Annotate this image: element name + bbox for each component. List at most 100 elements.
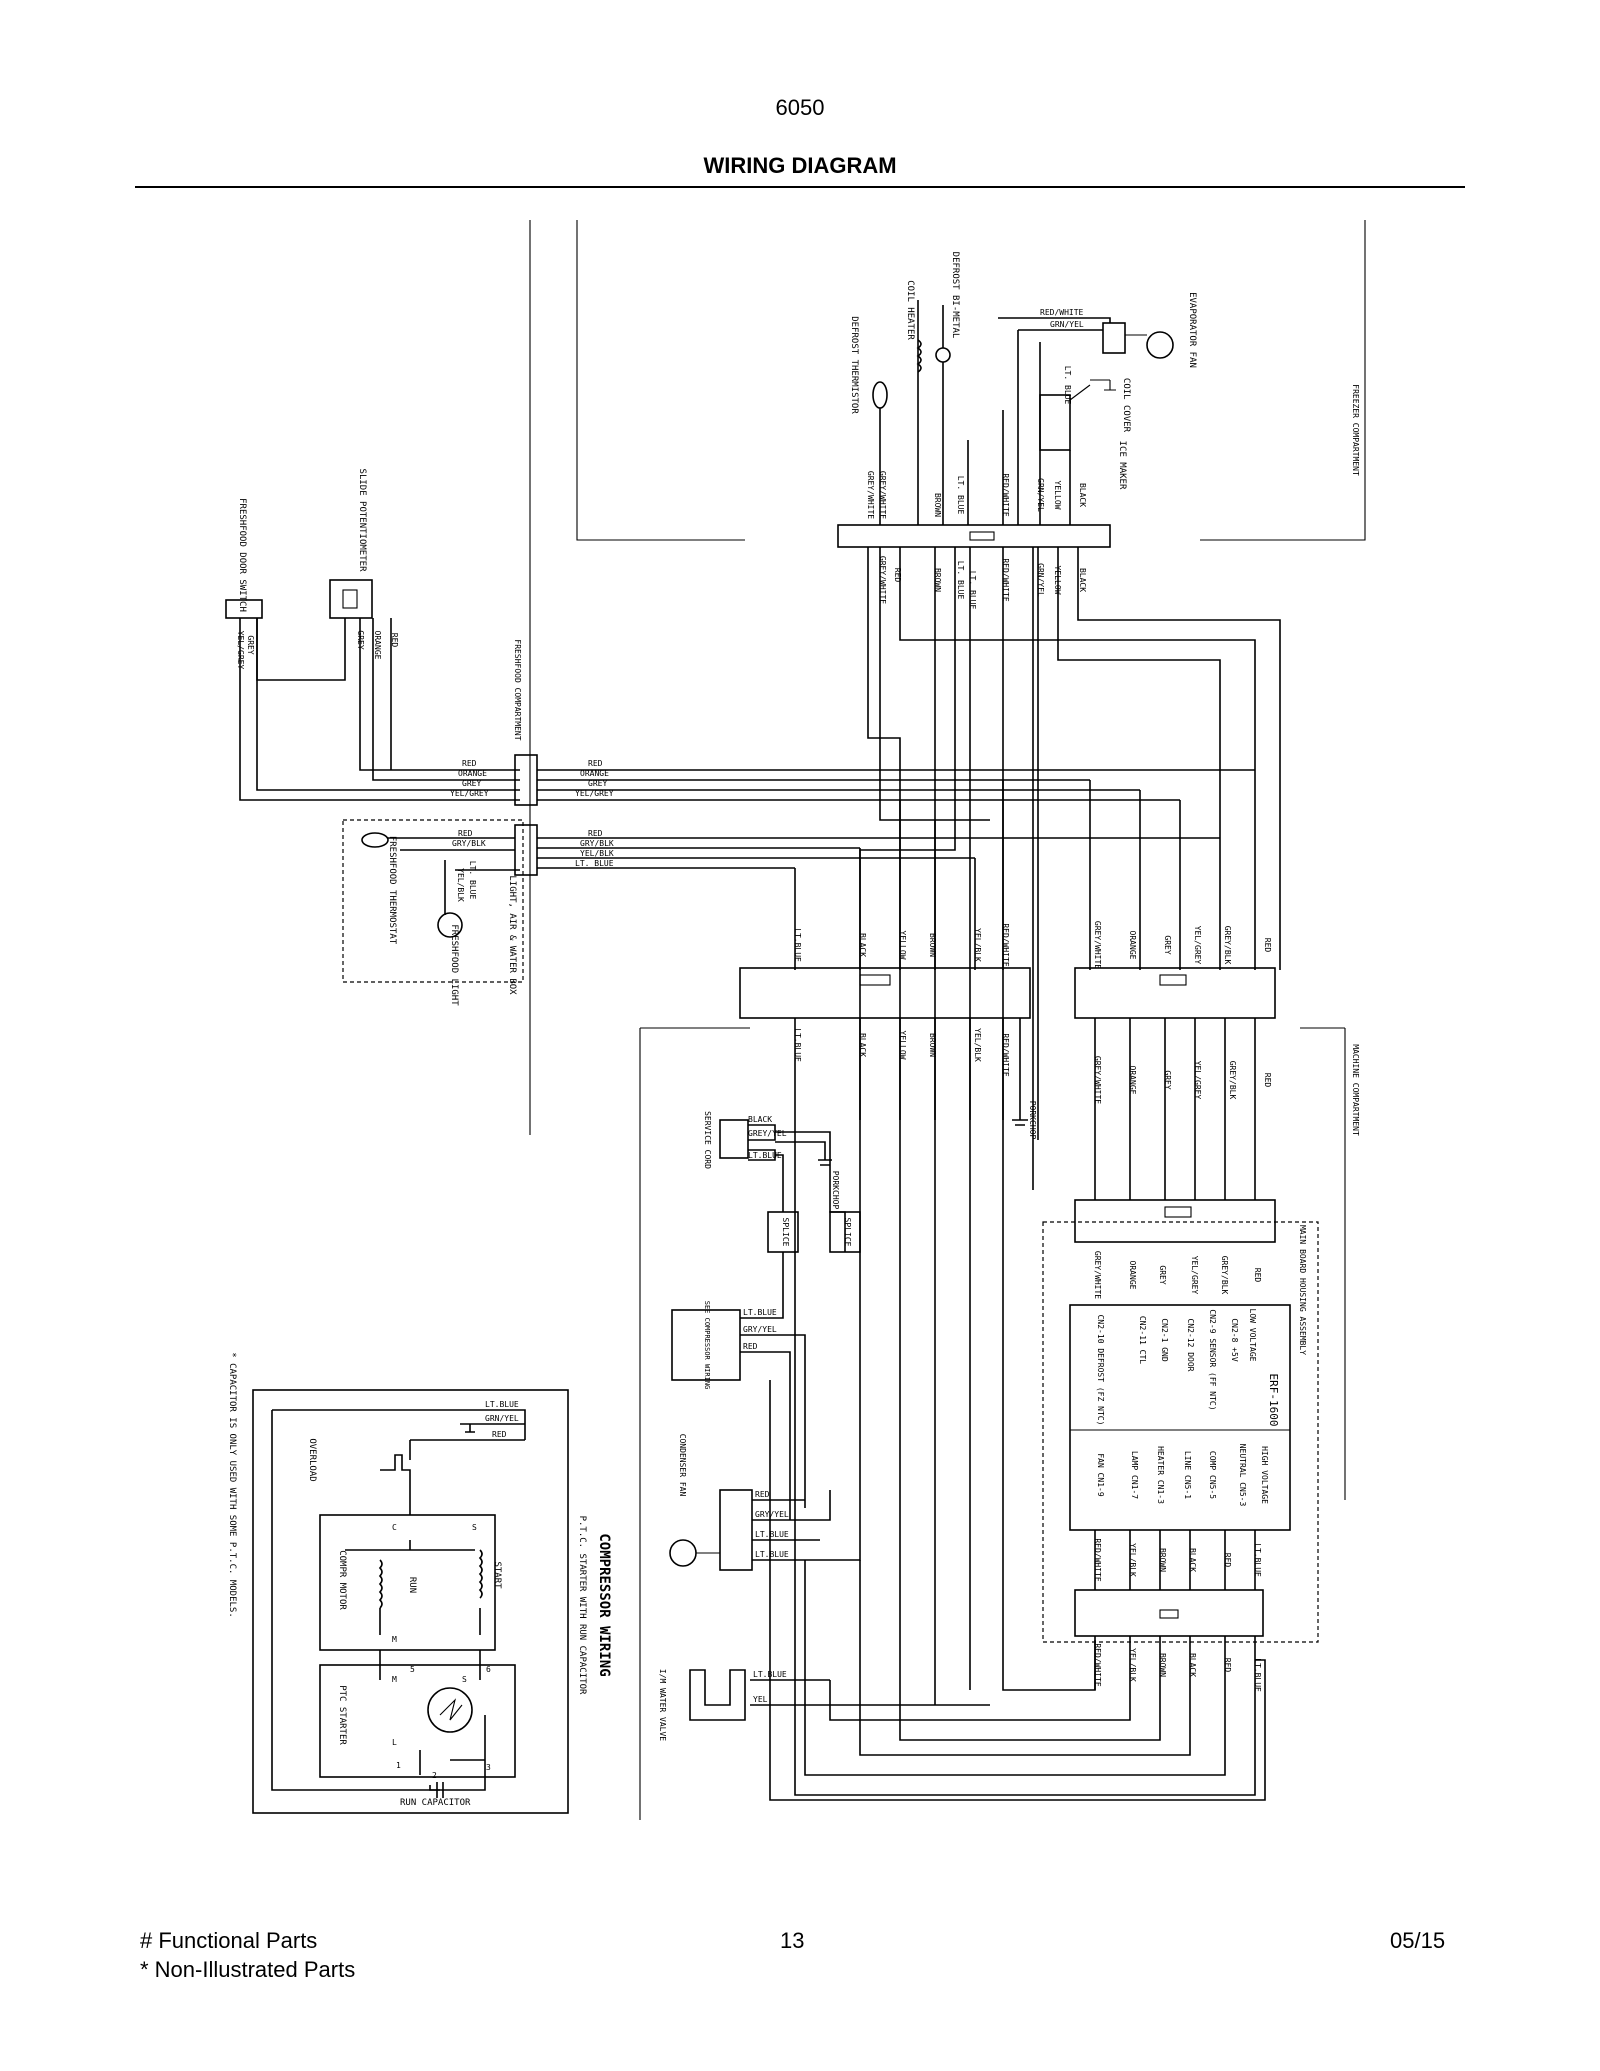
svg-text:BLACK: BLACK (858, 1033, 867, 1057)
compressor-wiring-inset (252, 1389, 569, 1814)
board-high-voltage: HIGH VOLTAGE NEUTRAL CN5-3 COMP CN5-5 LI… (1096, 1444, 1269, 1507)
compartment-boundaries (529, 220, 1366, 1820)
run-capacitor-label: RUN CAPACITOR (400, 1798, 471, 1808)
inset-wire-ltblue: LT.BLUE (485, 1400, 519, 1409)
svg-text:LT. BLUE: LT. BLUE (956, 561, 965, 600)
svg-text:GREY: GREY (462, 779, 481, 788)
freezer-harness (859, 330, 1281, 1190)
overload-label: OVERLOAD (307, 1438, 317, 1481)
svg-text:YEL/BLK: YEL/BLK (1128, 1648, 1137, 1682)
compressor-connector (671, 1309, 741, 1381)
comp-conn-gryyel: GRY/YEL (743, 1325, 777, 1334)
svg-text:RED: RED (390, 633, 399, 648)
svg-text:CN2-8 +5V: CN2-8 +5V (1230, 1318, 1239, 1362)
service-wire-ltblue: LT.BLUE (748, 1151, 782, 1160)
freezer-compartment-label: FREEZER COMPARTMENT (1351, 384, 1360, 476)
svg-text:ORANGE: ORANGE (1128, 931, 1137, 960)
freezer-connector (837, 524, 1111, 548)
water-valve (689, 1669, 990, 1721)
svg-text:LT.BLUE: LT.BLUE (793, 928, 802, 962)
svg-text:BROWN: BROWN (928, 933, 937, 957)
svg-text:ORANGE: ORANGE (1128, 1261, 1137, 1290)
svg-text:YEL/BLK: YEL/BLK (973, 928, 982, 962)
svg-text:RED: RED (1263, 938, 1272, 953)
inset-pins: C M S M S L 5 6 1 2 3 (392, 1523, 491, 1780)
freezer-components (872, 300, 1174, 470)
svg-text:LT. BLUE: LT. BLUE (956, 476, 965, 515)
door-switch-label: FRESHFOOD DOOR SWITCH (237, 498, 247, 612)
svg-text:RED: RED (1253, 1268, 1262, 1283)
ptc-starter-label: PTC STARTER (337, 1685, 347, 1745)
svg-text:BLACK: BLACK (1078, 483, 1087, 507)
svg-text:RED: RED (1223, 1553, 1232, 1568)
svg-text:CN2-9 SENSOR (FF NTC): CN2-9 SENSOR (FF NTC) (1208, 1309, 1217, 1410)
svg-text:BROWN: BROWN (1158, 1653, 1167, 1677)
svg-text:GREY/WHITE: GREY/WHITE (1093, 1251, 1102, 1299)
svg-text:GREY: GREY (356, 630, 365, 649)
coil-heater-label: COIL HEATER (905, 280, 915, 340)
svg-text:RED/WHITE: RED/WHITE (1001, 473, 1010, 517)
freshfood-wire-labels: RED ORANGE GREY GREY YEL/GREY RED ORANGE… (236, 630, 614, 902)
svg-text:LT.BLUE: LT.BLUE (1253, 1543, 1262, 1577)
svg-text:S: S (462, 1675, 467, 1684)
erf-label: ERF-1600 (1267, 1374, 1280, 1427)
comp-conn-red: RED (743, 1342, 758, 1351)
main-board-housing (1042, 1221, 1319, 1643)
evaporator-fan-label: EVAPORATOR FAN (1187, 292, 1197, 368)
svg-text:YEL/GREY: YEL/GREY (236, 631, 245, 670)
page-number: 13 (780, 1928, 805, 1953)
service-wire-black: BLACK (748, 1115, 772, 1124)
porkchop-label-1: PORKCHOP (1028, 1101, 1037, 1140)
svg-text:BLACK: BLACK (1188, 1548, 1197, 1572)
svg-text:RED: RED (588, 759, 603, 768)
svg-text:LT. BLUE: LT. BLUE (468, 861, 477, 900)
light-label: FRESHFOOD LIGHT (449, 924, 459, 1006)
freezer-wire-labels: GREY/WHITE GREY/WHITE BROWN LT. BLUE RED… (866, 471, 1087, 610)
footer-date: 05/15 (1390, 1928, 1446, 1953)
comp-conn-ltblue: LT.BLUE (743, 1308, 777, 1317)
svg-text:YEL/BLK: YEL/BLK (456, 868, 465, 902)
valve-wire-yel: YEL (753, 1695, 768, 1704)
svg-text:BROWN: BROWN (933, 568, 942, 592)
splice-1: SPLICE (781, 1218, 790, 1247)
board-bottom-labels: RED/WHITE YEL/BLK BROWN BLACK RED LT.BLU… (1093, 1538, 1262, 1582)
svg-text:GREY: GREY (1158, 1265, 1167, 1284)
svg-text:GREY: GREY (246, 635, 255, 654)
svg-text:LT. BLUE: LT. BLUE (575, 859, 614, 868)
capacitor-note: * CAPACITOR IS ONLY USED WITH SOME P.T.C… (227, 1352, 237, 1618)
svg-text:ORANGE: ORANGE (1128, 1066, 1137, 1095)
svg-text:YELLOW: YELLOW (898, 931, 907, 960)
svg-text:RED/WHITE: RED/WHITE (1093, 1643, 1102, 1687)
thermostat-label: FRESHFOOD THERMOSTAT (387, 836, 397, 945)
evap-wire-ltblue: LT. BLUE (1063, 366, 1072, 405)
svg-text:RED: RED (893, 568, 902, 583)
svg-text:GREY/BLK: GREY/BLK (1220, 1256, 1229, 1295)
footer-functional-parts: # Functional Parts (140, 1928, 318, 1953)
bottom-harness (769, 1018, 1266, 1801)
inset-wire-grnyel: GRN/YEL (485, 1414, 519, 1423)
main-board-label: MAIN BOARD HOUSING ASSEMBLY (1298, 1225, 1307, 1355)
svg-text:GREY/BLK: GREY/BLK (1223, 926, 1232, 965)
service-wire-greyyel: GREY/YEL (748, 1129, 787, 1138)
svg-text:YEL/GREY: YEL/GREY (1190, 1256, 1199, 1295)
svg-text:YEL/GREY: YEL/GREY (450, 789, 489, 798)
svg-text:YEL/GREY: YEL/GREY (1193, 1061, 1202, 1100)
svg-text:YEL/GREY: YEL/GREY (1193, 926, 1202, 965)
comp-motor-label: COMPR MOTOR (337, 1550, 347, 1610)
compressor-wiring-title: COMPRESSOR WIRING (596, 1533, 612, 1676)
svg-text:3: 3 (486, 1763, 491, 1772)
lightbox-label: LIGHT, AIR & WATER BOX (507, 875, 517, 995)
model-number: 6050 (775, 95, 825, 120)
svg-text:LT.BLUE: LT.BLUE (1253, 1658, 1262, 1692)
condenser-fan (669, 1252, 861, 1571)
svg-text:GREY: GREY (1163, 1070, 1172, 1089)
machine-connector-left (739, 967, 1031, 1019)
compressor-conn-wires (740, 1252, 806, 1520)
svg-text:ORANGE: ORANGE (580, 769, 609, 778)
freshfood-harness (537, 769, 1255, 970)
svg-text:6: 6 (486, 1665, 491, 1674)
svg-text:1: 1 (396, 1761, 401, 1770)
svg-text:ORANGE: ORANGE (458, 769, 487, 778)
coil-cover-label: COIL COVER (1121, 378, 1131, 433)
